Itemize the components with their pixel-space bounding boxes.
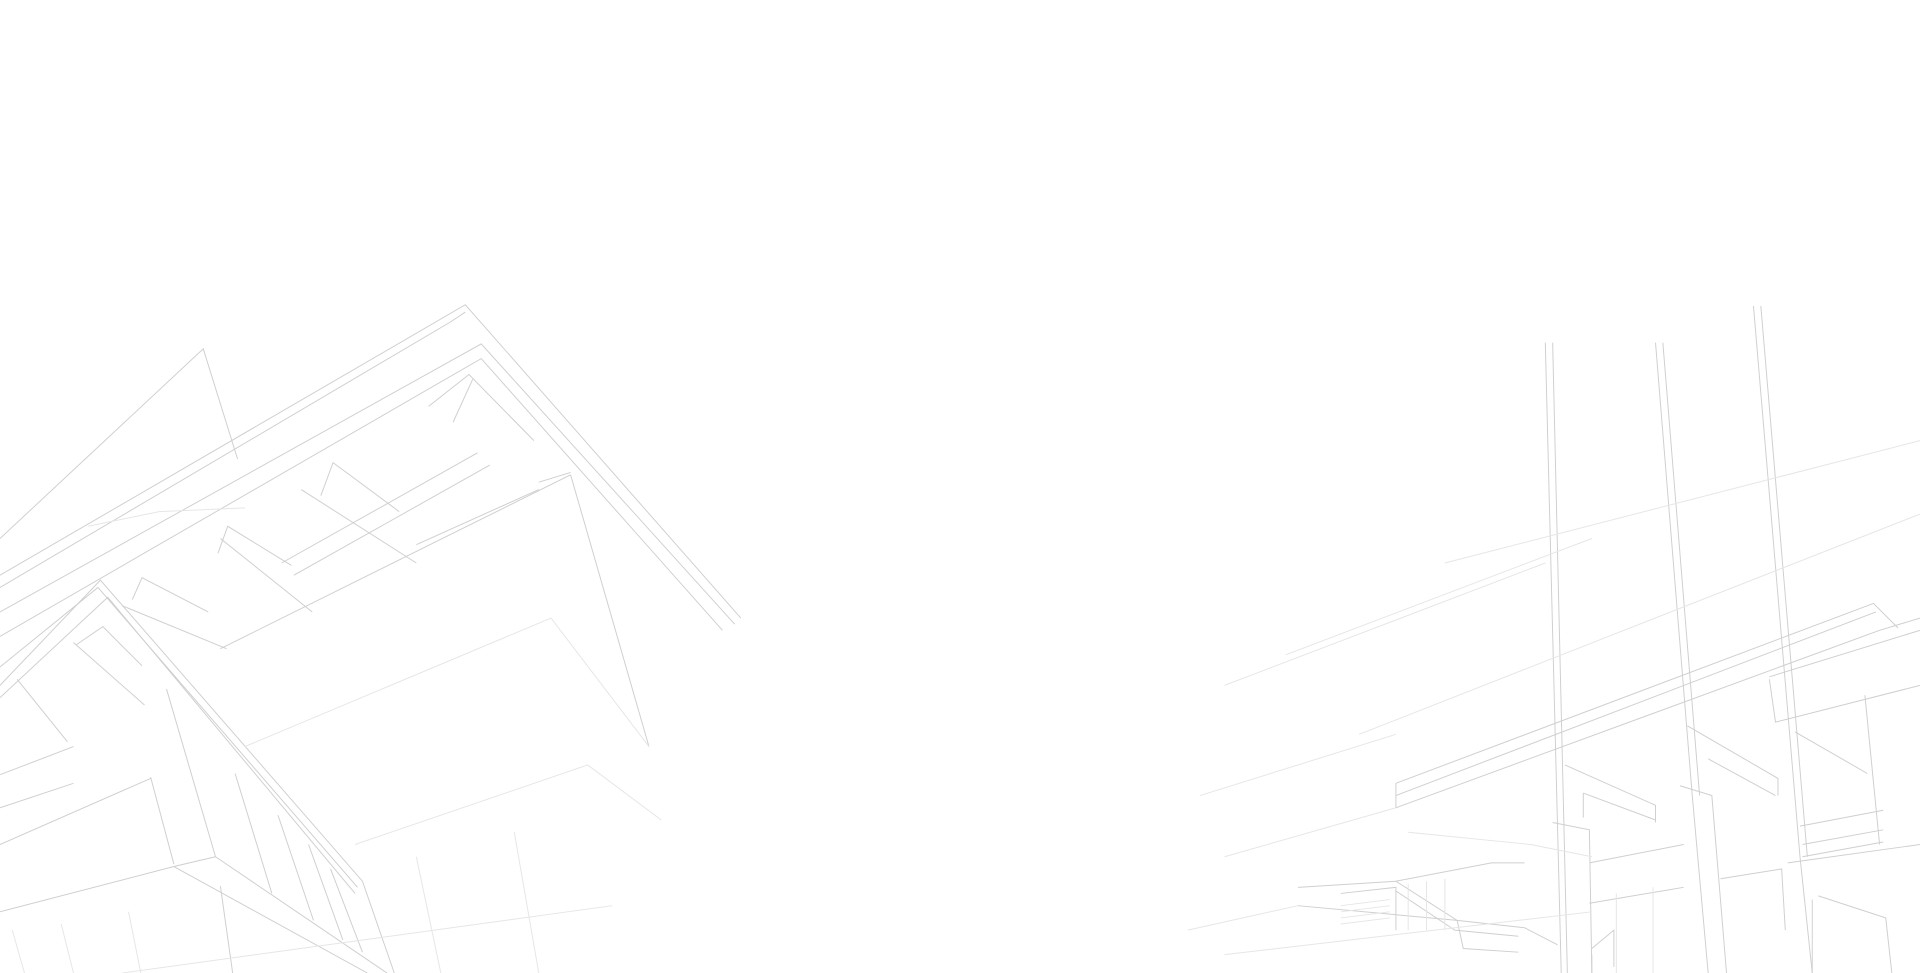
wireframe-line (416, 489, 539, 546)
wireframe-line (1707, 758, 1776, 796)
wireframe-line (1340, 917, 1390, 925)
wireframe-line (1768, 679, 1920, 723)
wireframe-line (0, 311, 466, 588)
wireframe-line (1340, 899, 1390, 907)
wireframe-line (1199, 733, 1397, 797)
wireframe-line (0, 586, 358, 888)
wireframe-line (1591, 929, 1615, 967)
wireframe-line (0, 596, 356, 894)
wireframe-line (0, 579, 395, 973)
wireframe-line (1187, 905, 1299, 931)
wireframe-line (293, 464, 491, 576)
wireframe-line (513, 832, 540, 973)
wireframe-line (1395, 611, 1877, 796)
wireframe-line (1752, 305, 1813, 973)
wireframe-line (1552, 342, 1568, 973)
wireframe-line (1794, 731, 1868, 774)
wireframe-line (0, 746, 74, 776)
wireframe-line (1340, 905, 1390, 913)
left-building-drawing (0, 304, 742, 973)
wireframe-line (219, 886, 234, 973)
wireframe-line (88, 507, 245, 527)
wireframe-line (1583, 792, 1656, 821)
wireframe-line (1224, 911, 1592, 956)
wireframe-line (1662, 342, 1701, 796)
wireframe-line (128, 911, 142, 973)
wireframe-line (1395, 880, 1558, 946)
wireframe-line (73, 642, 145, 706)
wireframe-line (1864, 695, 1881, 845)
wireframe-line (1359, 513, 1920, 735)
wireframe-line (320, 461, 400, 512)
wireframe-line (1679, 785, 1728, 973)
wireframe-line (1395, 602, 1899, 784)
wireframe-line (570, 474, 650, 747)
wireframe-line (300, 489, 417, 564)
wireframe-line (122, 605, 227, 650)
wireframe-line (150, 777, 175, 865)
wireframe-line (11, 930, 25, 973)
wireframe-line (173, 866, 368, 973)
wireframe-line (277, 814, 314, 921)
wireframe-line (1297, 880, 1396, 888)
wireframe-line (1395, 617, 1920, 809)
wireframe-line (131, 577, 209, 613)
wireframe-line (75, 626, 143, 667)
wireframe-line (1408, 831, 1592, 858)
wireframe-line (1552, 821, 1593, 973)
wireframe-line (1760, 305, 1808, 857)
wireframe-line (0, 343, 736, 625)
wireframe-line (354, 764, 662, 845)
wireframe-line (0, 357, 723, 637)
wireframe-line (217, 525, 292, 566)
wireframe-line (1687, 725, 1779, 796)
right-building-drawing (1187, 305, 1920, 973)
wireframe-line (1799, 809, 1884, 827)
wireframe-line (16, 678, 68, 742)
wireframe-line (1787, 844, 1920, 864)
wireframe-line (0, 856, 216, 913)
wireframe-line (415, 856, 442, 973)
wireframe-line (244, 617, 650, 748)
wireframe-line (0, 347, 239, 539)
wireframe-line (452, 379, 474, 423)
wireframe-line (281, 452, 478, 564)
wireframe-line (1395, 862, 1525, 882)
wireframe-line (0, 304, 742, 619)
wireframe-line (1340, 911, 1390, 919)
wireframe-line (1340, 886, 1397, 931)
wireframe-line (428, 373, 535, 441)
wireframe-line (1589, 844, 1684, 864)
wireframe-line (1720, 868, 1786, 931)
wireframe-line (220, 474, 571, 650)
wireframe-line (1456, 920, 1519, 953)
wireframe-line (1285, 538, 1593, 656)
wireframe-line (1224, 562, 1546, 686)
wireframe-line (1224, 807, 1397, 858)
wireframe-line (1444, 440, 1920, 564)
wireframe-line (0, 777, 151, 845)
wireframe-line (1818, 895, 1893, 973)
wireframe-line (1769, 629, 1920, 678)
wireframe-line (234, 773, 273, 894)
wireframe-line (1589, 886, 1684, 904)
wireframe-line (308, 844, 344, 941)
wireframe-line (1655, 342, 1709, 973)
wireframe-line (1802, 841, 1884, 858)
wireframe-line (330, 868, 363, 953)
wireframe-line (220, 538, 313, 613)
wireframe-line (122, 905, 613, 973)
wireframe-line (1802, 829, 1884, 845)
wireframe-line (1564, 764, 1657, 823)
wireframe-line (0, 782, 74, 809)
wireframe-line (1395, 890, 1519, 937)
wireframe-line (538, 471, 571, 483)
wireframe-line (60, 923, 74, 973)
